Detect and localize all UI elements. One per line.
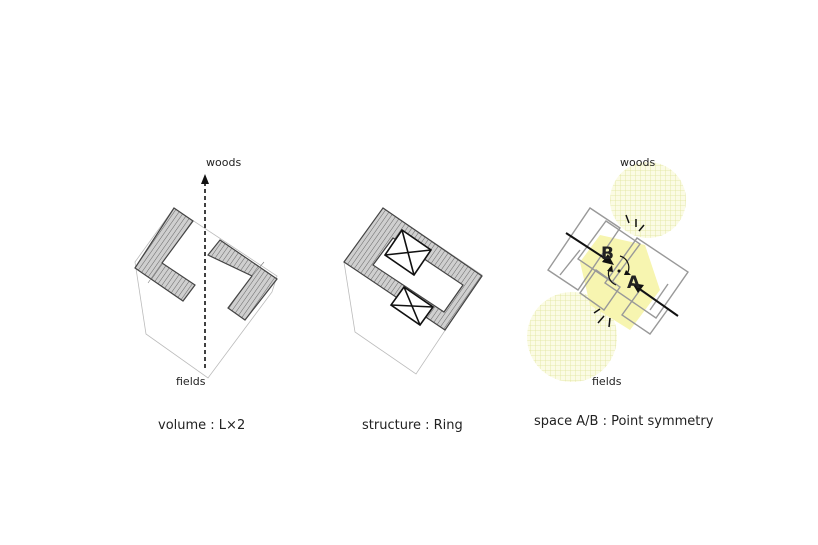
fields-zone — [527, 292, 617, 382]
space-diagram — [527, 162, 689, 382]
truss-top — [383, 228, 433, 277]
arrow-b-head — [602, 254, 614, 265]
volume-diagram — [134, 174, 278, 379]
space-a-label: A — [627, 273, 641, 293]
arrow-a-head — [632, 283, 644, 293]
structure-diagram — [343, 207, 483, 375]
caption-space: space A/B : Point symmetry — [534, 414, 714, 429]
view-ticks-bottom — [593, 308, 611, 328]
woods-label-left: woods — [206, 156, 242, 169]
caption-structure: structure : Ring — [362, 418, 463, 433]
view-ticks-top — [625, 214, 645, 232]
arrow-b-line — [565, 232, 613, 264]
arrow-a-line — [633, 284, 679, 317]
woods-label-right: woods — [620, 156, 656, 169]
axis-arrowhead — [201, 174, 209, 184]
fields-label-right: fields — [592, 375, 622, 388]
l-volume-right — [207, 239, 278, 321]
l-volume-left — [134, 207, 196, 302]
truss-bottom — [389, 285, 435, 327]
rotation-arc-upper — [619, 255, 630, 273]
space-b-label: B — [601, 244, 614, 264]
center-point — [617, 269, 621, 273]
fields-label-left: fields — [176, 375, 206, 388]
caption-volume: volume : L×2 — [158, 418, 246, 433]
woods-zone — [610, 162, 686, 238]
